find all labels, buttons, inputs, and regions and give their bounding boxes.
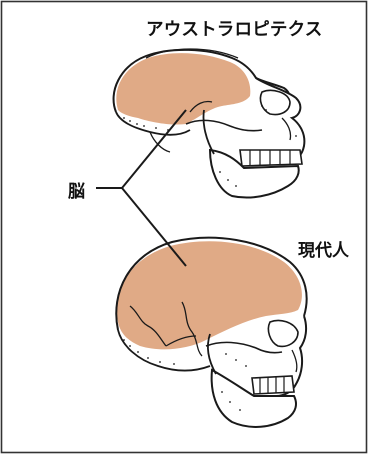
australopithecus-label: アウストラロピテクス	[146, 16, 322, 41]
brain-label: 脳	[68, 177, 85, 202]
australopithecus-skull-icon	[114, 49, 305, 198]
modern-human-skull-icon	[116, 238, 306, 427]
modern-human-label: 現代人	[298, 236, 349, 261]
